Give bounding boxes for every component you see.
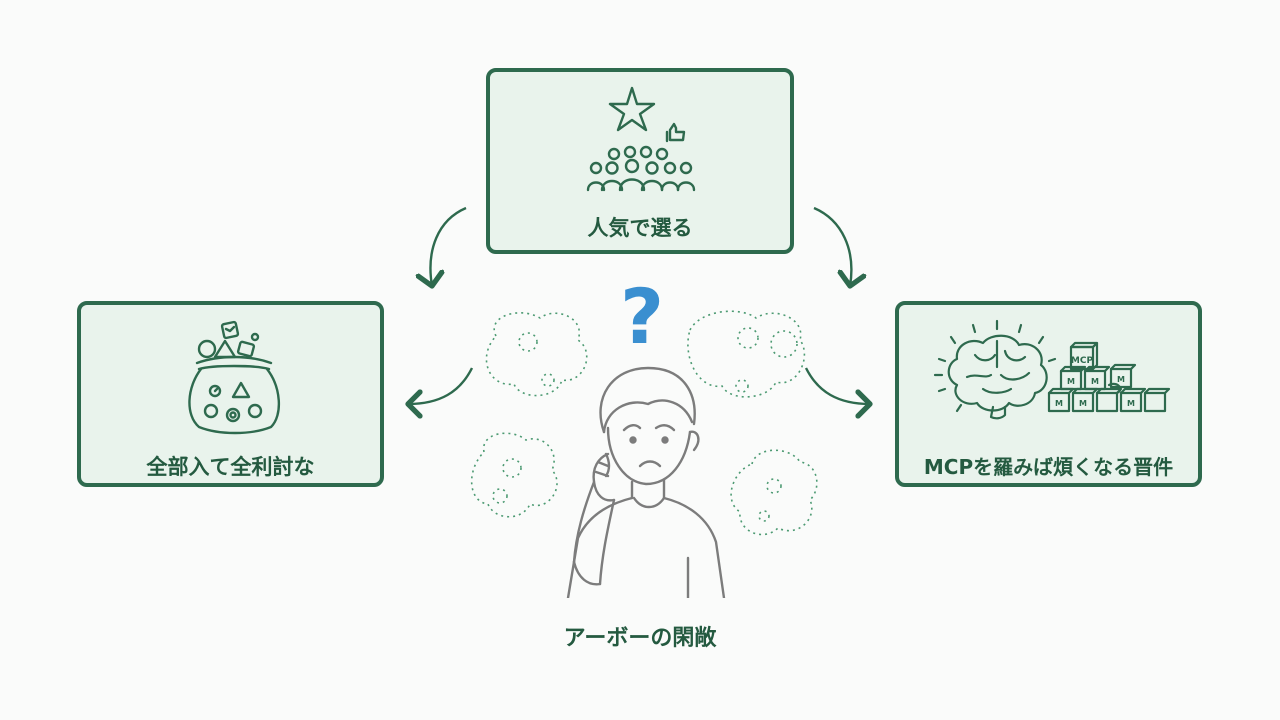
svg-text:M: M (1117, 375, 1125, 384)
svg-text:M: M (1079, 399, 1087, 408)
card-mcp: MCP M M M M M M MCPを羅みば煩くなる晋件 (895, 301, 1202, 487)
block-label-mcp: MCP (1071, 356, 1094, 366)
arrow-top-to-right (813, 206, 851, 286)
crowd-star-like-icon (586, 86, 696, 192)
card-all-in: 全部入て全利討な (77, 301, 384, 487)
arrow-top-to-left (430, 206, 467, 286)
brain-mcp-blocks-icon: MCP M M M M M M (933, 319, 1171, 420)
svg-text:M: M (1067, 377, 1075, 386)
question-mark: ? (619, 272, 665, 361)
svg-text:M: M (1091, 377, 1099, 386)
card-all-in-label: 全部入て全利討な (146, 455, 315, 479)
thought-cloud-left-bottom (470, 432, 558, 518)
card-mcp-label: MCPを羅みば煩くなる晋件 (923, 455, 1174, 479)
card-popularity-label: 人気で選る (587, 216, 693, 240)
sack-of-shapes-icon (188, 320, 281, 435)
arrow-center-to-left (408, 367, 474, 404)
thought-cloud-left-top (485, 312, 588, 397)
center-caption: アーボーの閑敞 (563, 626, 717, 651)
thought-cloud-right-top (687, 310, 806, 398)
svg-text:M: M (1055, 399, 1063, 408)
card-popularity: 人気で選る (486, 68, 794, 254)
confused-person-icon (566, 366, 726, 598)
arrow-center-to-right (804, 367, 870, 404)
thought-cloud-right-bottom (730, 449, 818, 536)
svg-text:M: M (1127, 399, 1135, 408)
